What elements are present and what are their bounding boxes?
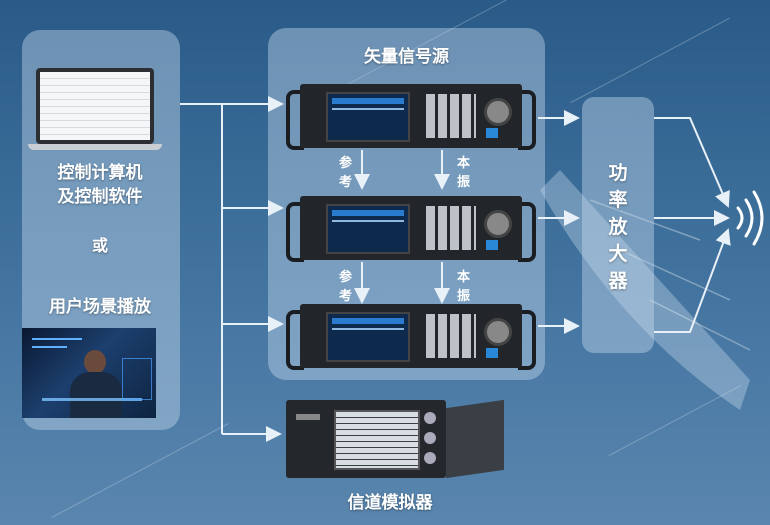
radio-waves-icon bbox=[736, 190, 764, 246]
signal-generator-icon bbox=[286, 304, 536, 370]
generator-group-title: 矢量信号源 bbox=[364, 47, 449, 67]
amplifier-char: 器 bbox=[608, 270, 628, 292]
channel-emulator-label: 信道模拟器 bbox=[347, 493, 433, 513]
amplifier-panel bbox=[582, 97, 654, 353]
amplifier-char: 率 bbox=[608, 189, 628, 211]
computer-label-line2: 及控制软件 bbox=[57, 187, 143, 207]
amplifier-char: 大 bbox=[608, 243, 628, 265]
amplifier-char: 功 bbox=[608, 162, 628, 184]
lo-label-bottom-2: 振 bbox=[457, 289, 471, 304]
ref-label-bottom-2: 考 bbox=[339, 289, 353, 304]
lo-label-bottom-1: 本 bbox=[457, 270, 471, 285]
or-label: 或 bbox=[91, 236, 108, 255]
ref-label-bottom-1: 参 bbox=[339, 270, 353, 285]
playback-label: 用户场景播放 bbox=[49, 297, 151, 317]
lo-label-top-1: 本 bbox=[457, 156, 471, 171]
signal-generator-icon bbox=[286, 84, 536, 150]
signal-generator-icon bbox=[286, 196, 536, 262]
lo-label-top-2: 振 bbox=[457, 175, 471, 190]
satellite-dish-icon bbox=[540, 170, 751, 410]
laptop-icon bbox=[28, 68, 162, 152]
amplifier-label: 功 率 放 大 器 bbox=[582, 160, 654, 295]
computer-label-line1: 控制计算机 bbox=[57, 163, 143, 183]
user-scenario-image bbox=[22, 328, 156, 418]
channel-emulator-icon bbox=[286, 399, 506, 479]
ref-label-top-1: 参 bbox=[339, 156, 353, 171]
amplifier-char: 放 bbox=[608, 216, 628, 238]
ref-label-top-2: 考 bbox=[339, 175, 353, 190]
